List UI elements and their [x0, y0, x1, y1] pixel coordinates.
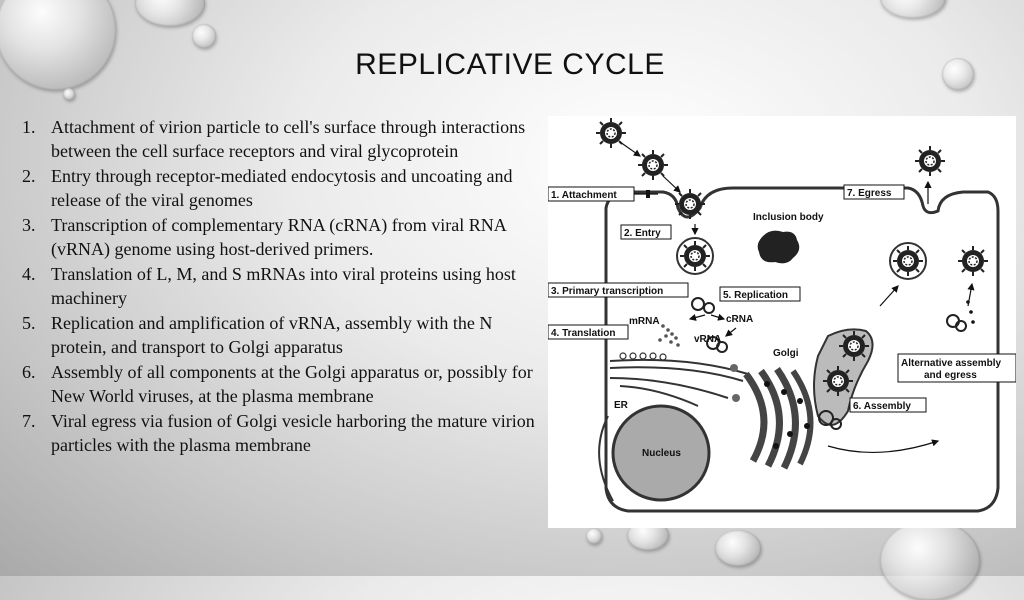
label-replication: 5. Replication — [723, 290, 788, 301]
virion-icon — [679, 240, 711, 272]
list-item: 7.Viral egress via fusion of Golgi vesic… — [22, 411, 535, 455]
droplet-decoration — [942, 58, 974, 90]
droplet-decoration — [135, 0, 205, 26]
list-item: 5.Replication and amplification of vRNA,… — [22, 313, 493, 357]
replication-cycle-diagram: 1. Attachment 2. Entry 3. Primary transc… — [548, 116, 1016, 528]
steps-list: 1.Attachment of virion particle to cell'… — [22, 116, 547, 459]
label-translation: 4. Translation — [551, 328, 615, 339]
label-inclusion-body: Inclusion body — [753, 212, 824, 223]
virion-icon — [674, 188, 706, 220]
label-crna: cRNA — [726, 314, 753, 325]
droplet-decoration — [63, 88, 75, 100]
label-entry: 2. Entry — [624, 228, 661, 239]
label-alternative-assembly: Alternative assembly — [901, 358, 1001, 369]
virion-icon — [637, 149, 669, 181]
label-egress: 7. Egress — [847, 188, 892, 199]
virion-icon — [914, 145, 946, 177]
list-item: 1.Attachment of virion particle to cell'… — [22, 117, 526, 161]
droplet-decoration — [586, 528, 602, 544]
droplet-decoration — [0, 0, 116, 90]
virion-icon — [957, 245, 989, 277]
slide-title: REPLICATIVE CYCLE — [355, 48, 665, 81]
label-golgi: Golgi — [773, 348, 799, 359]
virion-icon — [892, 245, 924, 277]
er-membrane — [609, 358, 749, 407]
list-item: 4.Translation of L, M, and S mRNAs into … — [22, 264, 516, 308]
label-attachment: 1. Attachment — [551, 190, 617, 201]
cell-membrane — [604, 186, 1000, 513]
droplet-decoration — [715, 530, 761, 566]
droplet-decoration — [880, 520, 980, 600]
label-mrna: mRNA — [629, 316, 660, 327]
list-item: 2.Entry through receptor-mediated endocy… — [22, 166, 513, 210]
droplet-decoration — [880, 0, 946, 18]
droplet-decoration — [192, 24, 216, 48]
list-item: 3.Transcription of complementary RNA (cR… — [22, 215, 506, 259]
label-nucleus: Nucleus — [642, 448, 681, 459]
label-er: ER — [614, 400, 629, 411]
label-assembly: 6. Assembly — [853, 401, 911, 412]
label-primary-transcription: 3. Primary transcription — [551, 286, 663, 297]
label-vrna: vRNA — [694, 334, 721, 345]
list-item: 6.Assembly of all components at the Golg… — [22, 362, 533, 406]
virion-icon — [838, 330, 870, 362]
golgi-stack — [743, 371, 768, 463]
nucleus — [611, 404, 711, 502]
inclusion-body — [757, 230, 800, 264]
virion-icon — [822, 365, 854, 397]
label-alternative-egress: and egress — [924, 370, 977, 381]
